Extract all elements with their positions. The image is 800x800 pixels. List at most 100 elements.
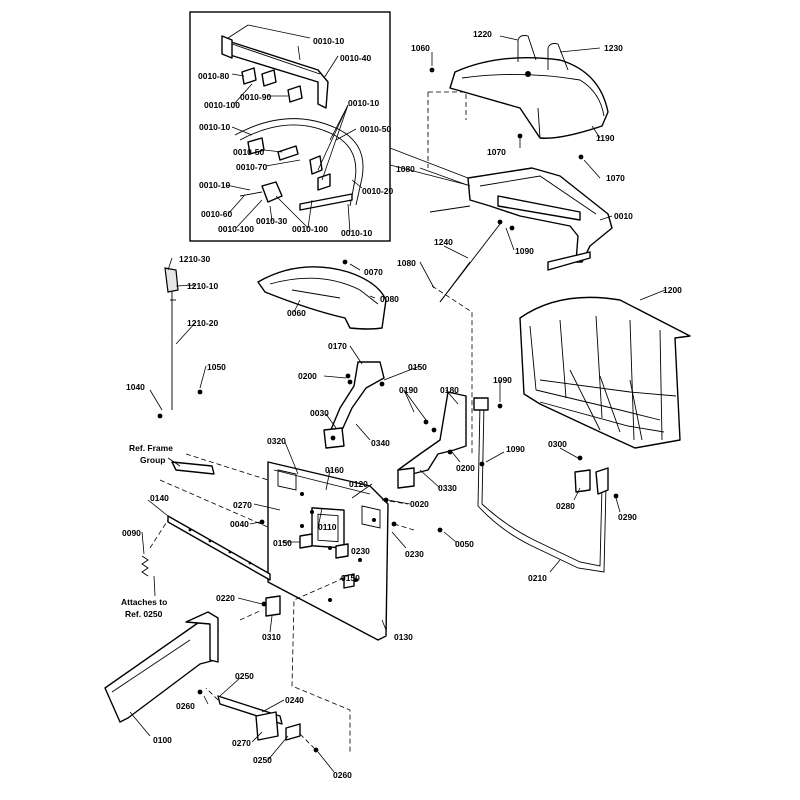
note-ref-frame: Ref. Frame	[129, 443, 173, 453]
label-1210-30: 1210-30	[179, 254, 210, 264]
label-0010-20: 0010-20	[362, 186, 393, 196]
label-0210: 0210	[528, 573, 547, 583]
label-0010: 0010	[614, 211, 633, 221]
label-0250: 0250	[235, 671, 254, 681]
note-ref-frame-group: Group	[140, 455, 166, 465]
top-cover-1190	[449, 35, 609, 139]
label-0270: 0270	[233, 500, 252, 510]
label-0150: 0150	[273, 538, 292, 548]
label-0250: 0250	[253, 755, 272, 765]
label-0180: 0180	[440, 385, 459, 395]
label-0310: 0310	[262, 632, 281, 642]
label-0060: 0060	[287, 308, 306, 318]
label-0010-10: 0010-10	[348, 98, 379, 108]
label-0300: 0300	[548, 439, 567, 449]
label-0320: 0320	[267, 436, 286, 446]
label-0010-100: 0010-100	[204, 100, 240, 110]
gas-strut-1240	[439, 223, 501, 303]
label-1070: 1070	[606, 173, 625, 183]
label-0010-70: 0010-70	[236, 162, 267, 172]
latch-0310	[265, 595, 281, 617]
label-0040: 0040	[230, 519, 249, 529]
label-0130: 0130	[394, 632, 413, 642]
bracket-0340	[323, 361, 385, 449]
label-1060: 1060	[411, 43, 430, 53]
label-0230: 0230	[351, 546, 370, 556]
label-0090: 0090	[122, 528, 141, 538]
label-0050: 0050	[455, 539, 474, 549]
bracket-0330	[397, 391, 467, 489]
label-0080: 0080	[380, 294, 399, 304]
chute-0100	[104, 611, 219, 723]
label-0010-100: 0010-100	[218, 224, 254, 234]
label-0140: 0140	[150, 493, 169, 503]
label-1210-10: 1210-10	[187, 281, 218, 291]
label-0010-10: 0010-10	[199, 122, 230, 132]
label-0270: 0270	[232, 738, 251, 748]
label-0020: 0020	[410, 499, 429, 509]
label-0110: 0110	[318, 522, 337, 532]
label-0220: 0220	[216, 593, 235, 603]
callout-labels: 0010-10 0010-40 0010-80 0010-90 0010-100…	[121, 29, 682, 780]
label-0160: 0160	[325, 465, 344, 475]
label-0010-40: 0010-40	[340, 53, 371, 63]
basket-1200	[519, 296, 691, 449]
label-1070: 1070	[487, 147, 506, 157]
label-0010-10: 0010-10	[313, 36, 344, 46]
label-0230: 0230	[405, 549, 424, 559]
label-0010-100: 0010-100	[292, 224, 328, 234]
label-1090: 1090	[493, 375, 512, 385]
label-1190: 1190	[596, 133, 615, 143]
label-0240: 0240	[285, 695, 304, 705]
label-0070: 0070	[364, 267, 383, 277]
ref-frame-rod	[171, 461, 215, 475]
label-0150: 0150	[408, 362, 427, 372]
label-1230: 1230	[604, 43, 623, 53]
label-1040: 1040	[126, 382, 145, 392]
label-0200: 0200	[298, 371, 317, 381]
bail-0210	[473, 397, 607, 573]
label-0280: 0280	[556, 501, 575, 511]
lever-1210	[164, 267, 179, 410]
label-1240: 1240	[434, 237, 453, 247]
shield-0060	[257, 266, 387, 330]
label-0330: 0330	[438, 483, 457, 493]
strip-0140	[167, 515, 271, 581]
label-0190: 0190	[399, 385, 418, 395]
label-0150: 0150	[341, 573, 360, 583]
label-0030: 0030	[310, 408, 329, 418]
label-0010-50: 0010-50	[233, 147, 264, 157]
label-0010-50: 0010-50	[360, 124, 391, 134]
label-0260: 0260	[176, 701, 195, 711]
label-0290: 0290	[618, 512, 637, 522]
latch-0280	[574, 467, 609, 495]
label-1090: 1090	[515, 246, 534, 256]
label-0200: 0200	[456, 463, 475, 473]
label-0010-60: 0010-60	[201, 209, 232, 219]
label-1080: 1080	[397, 258, 416, 268]
label-1200: 1200	[663, 285, 682, 295]
label-0260: 0260	[333, 770, 352, 780]
label-0100: 0100	[153, 735, 172, 745]
alignment-lines	[149, 91, 473, 752]
label-0120: 0120	[349, 479, 368, 489]
label-0010-30: 0010-30	[256, 216, 287, 226]
label-0010-80: 0010-80	[198, 71, 229, 81]
label-0010-10: 0010-10	[199, 180, 230, 190]
inset-detail-0010	[189, 11, 391, 242]
label-0010-90: 0010-90	[240, 92, 271, 102]
label-0170: 0170	[328, 341, 347, 351]
callout-leaders	[129, 35, 666, 773]
label-1080: 1080	[396, 164, 415, 174]
spring-0090	[141, 555, 149, 577]
label-1210-20: 1210-20	[187, 318, 218, 328]
label-1220: 1220	[473, 29, 492, 39]
label-1050: 1050	[207, 362, 226, 372]
note-attaches-to: Attaches to	[121, 597, 167, 607]
label-0340: 0340	[371, 438, 390, 448]
note-attaches-ref: Ref. 0250	[125, 609, 163, 619]
label-1090: 1090	[506, 444, 525, 454]
label-0010-10: 0010-10	[341, 228, 372, 238]
rear-panel-0130	[267, 461, 389, 641]
